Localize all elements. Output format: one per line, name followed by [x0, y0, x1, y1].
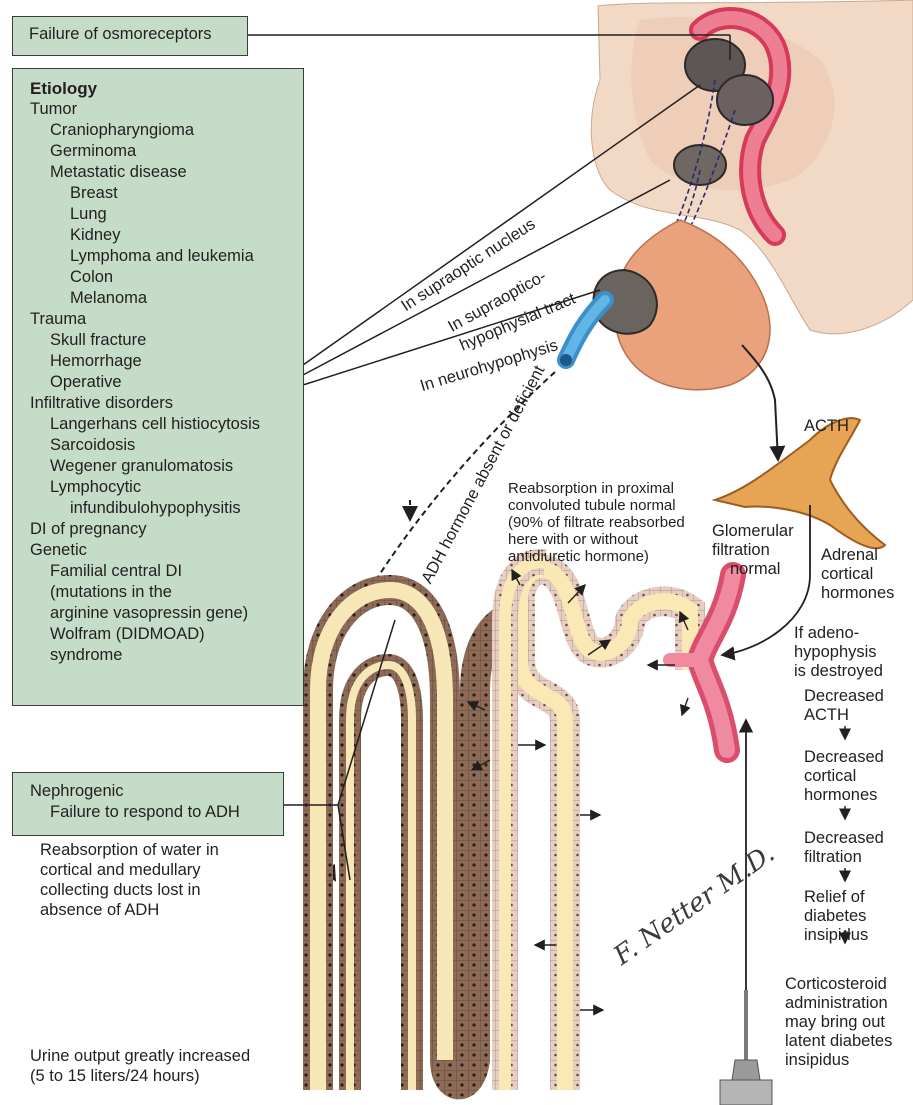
decreased-cortical-line: hormones — [804, 786, 884, 805]
glomerular-line: filtration — [712, 541, 794, 560]
etiology-item: Colon — [30, 267, 303, 288]
label-urine-output: Urine output greatly increased (5 to 15 … — [30, 1046, 250, 1086]
decreased-acth-line: Decreased — [804, 687, 884, 706]
label-decreased-filtration: Decreased filtration — [804, 829, 884, 867]
corticosteroid-line: may bring out — [785, 1013, 892, 1032]
reabsorption-proximal-line: here with or without — [508, 531, 685, 548]
etiology-item: Langerhans cell histiocytosis — [30, 414, 303, 435]
etiology-item: Infiltrative disorders — [30, 393, 303, 414]
etiology-item: Operative — [30, 372, 303, 393]
etiology-item: Breast — [30, 183, 303, 204]
reabsorption-water-line: collecting ducts lost in — [40, 880, 219, 900]
urine-output-line: (5 to 15 liters/24 hours) — [30, 1066, 250, 1086]
decreased-cortical-line: Decreased — [804, 748, 884, 767]
relief-line: insipidus — [804, 926, 868, 945]
reabsorption-water-line: Reabsorption of water in — [40, 840, 219, 860]
etiology-item: Genetic — [30, 540, 303, 561]
reabsorption-proximal-line: antidiuretic hormone) — [508, 548, 685, 565]
failure-osmoreceptors-text: Failure of osmoreceptors — [29, 25, 212, 43]
label-reabsorption-proximal: Reabsorption in proximal convoluted tubu… — [508, 480, 685, 565]
etiology-item: Hemorrhage — [30, 351, 303, 372]
nephrogenic-box: Nephrogenic Failure to respond to ADH — [12, 772, 284, 836]
reabsorption-water-line: cortical and medullary — [40, 860, 219, 880]
label-acth: ACTH — [804, 416, 849, 436]
relief-line: diabetes — [804, 907, 868, 926]
etiology-item: Familial central DI — [30, 561, 303, 582]
label-glomerular: Glomerular filtration normal — [712, 522, 794, 579]
adrenal-line: Adrenal — [821, 546, 894, 565]
corticosteroid-line: administration — [785, 994, 892, 1013]
if-adeno-line: is destroyed — [794, 662, 883, 681]
etiology-item: Melanoma — [30, 288, 303, 309]
label-if-adeno: If adeno- hypophysis is destroyed — [794, 624, 883, 681]
reabsorption-proximal-line: (90% of filtrate reabsorbed — [508, 514, 685, 531]
reabsorption-water-line: absence of ADH — [40, 900, 219, 920]
label-reabsorption-water: Reabsorption of water in cortical and me… — [40, 840, 219, 920]
glomerular-line: normal — [712, 560, 794, 579]
etiology-item: (mutations in the — [30, 582, 303, 603]
decreased-filtration-line: filtration — [804, 848, 884, 867]
urine-output-line: Urine output greatly increased — [30, 1046, 250, 1066]
label-relief: Relief of diabetes insipidus — [804, 888, 868, 945]
etiology-item: Skull fracture — [30, 330, 303, 351]
etiology-item: arginine vasopressin gene) — [30, 603, 303, 624]
nephrogenic-subtitle: Failure to respond to ADH — [30, 802, 283, 823]
etiology-item: Trauma — [30, 309, 303, 330]
hypothalamus-illustration — [560, 0, 913, 390]
failure-osmoreceptors-box: Failure of osmoreceptors — [12, 16, 248, 56]
decreased-filtration-line: Decreased — [804, 829, 884, 848]
label-adrenal: Adrenal cortical hormones — [821, 546, 894, 603]
if-adeno-line: hypophysis — [794, 643, 883, 662]
etiology-item: Wolfram (DIDMOAD) — [30, 624, 303, 645]
etiology-item: Metastatic disease — [30, 162, 303, 183]
corticosteroid-line: insipidus — [785, 1051, 892, 1070]
etiology-item: Lymphoma and leukemia — [30, 246, 303, 267]
corticosteroid-line: Corticosteroid — [785, 975, 892, 994]
etiology-item: Lymphocytic — [30, 477, 303, 498]
label-corticosteroid: Corticosteroid administration may bring … — [785, 975, 892, 1070]
nephron-illustration — [318, 562, 733, 1090]
etiology-item: syndrome — [30, 645, 303, 666]
glomerular-line: Glomerular — [712, 522, 794, 541]
label-decreased-cortical: Decreased cortical hormones — [804, 748, 884, 805]
corticosteroid-line: latent diabetes — [785, 1032, 892, 1051]
etiology-title: Etiology — [30, 79, 303, 99]
etiology-item: Craniopharyngioma — [30, 120, 303, 141]
adrenal-line: hormones — [821, 584, 894, 603]
decreased-acth-line: ACTH — [804, 706, 884, 725]
etiology-item: Kidney — [30, 225, 303, 246]
relief-line: Relief of — [804, 888, 868, 907]
reabsorption-proximal-line: Reabsorption in proximal — [508, 480, 685, 497]
if-adeno-line: If adeno- — [794, 624, 883, 643]
etiology-item: infundibulohypophysitis — [30, 498, 303, 519]
etiology-item: Sarcoidosis — [30, 435, 303, 456]
etiology-item: Lung — [30, 204, 303, 225]
syringe-illustration — [720, 720, 772, 1105]
etiology-item: DI of pregnancy — [30, 519, 303, 540]
decreased-cortical-line: cortical — [804, 767, 884, 786]
label-decreased-acth: Decreased ACTH — [804, 687, 884, 725]
etiology-item: Germinoma — [30, 141, 303, 162]
reabsorption-proximal-line: convoluted tubule normal — [508, 497, 685, 514]
etiology-item: Tumor — [30, 99, 303, 120]
adrenal-line: cortical — [821, 565, 894, 584]
nephrogenic-title: Nephrogenic — [30, 781, 283, 802]
etiology-item: Wegener granulomatosis — [30, 456, 303, 477]
